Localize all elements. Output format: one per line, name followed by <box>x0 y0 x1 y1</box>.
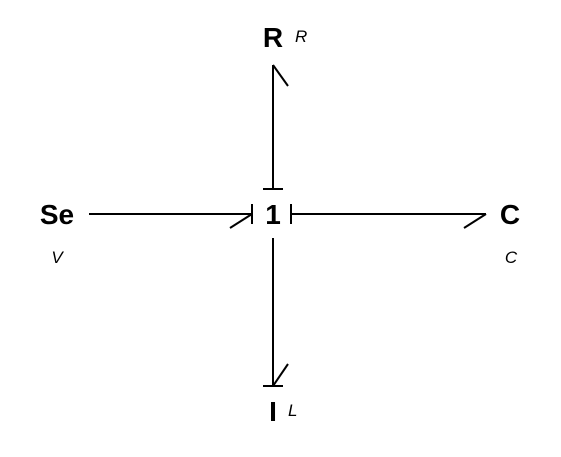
resistor-label: R <box>263 22 283 53</box>
half-arrow-head <box>229 213 253 229</box>
resistor-param-label: R <box>295 27 307 46</box>
bond-junction-inertia <box>263 238 289 387</box>
half-arrow-head <box>272 363 289 387</box>
capacitor-label: C <box>500 199 520 230</box>
inertia-param-label: L <box>288 401 297 420</box>
half-arrow-head <box>463 213 487 229</box>
bond-junction-capacitor <box>290 204 487 229</box>
inertia-label: I <box>269 396 277 427</box>
bond-junction-resistor <box>263 64 289 190</box>
junction-label: 1 <box>265 199 281 230</box>
half-arrow-head <box>272 64 289 87</box>
capacitor-param-label: C <box>505 248 518 267</box>
source-label: Se <box>40 199 74 230</box>
bond-source-junction <box>89 204 253 229</box>
source-param-label: V <box>51 248 64 267</box>
